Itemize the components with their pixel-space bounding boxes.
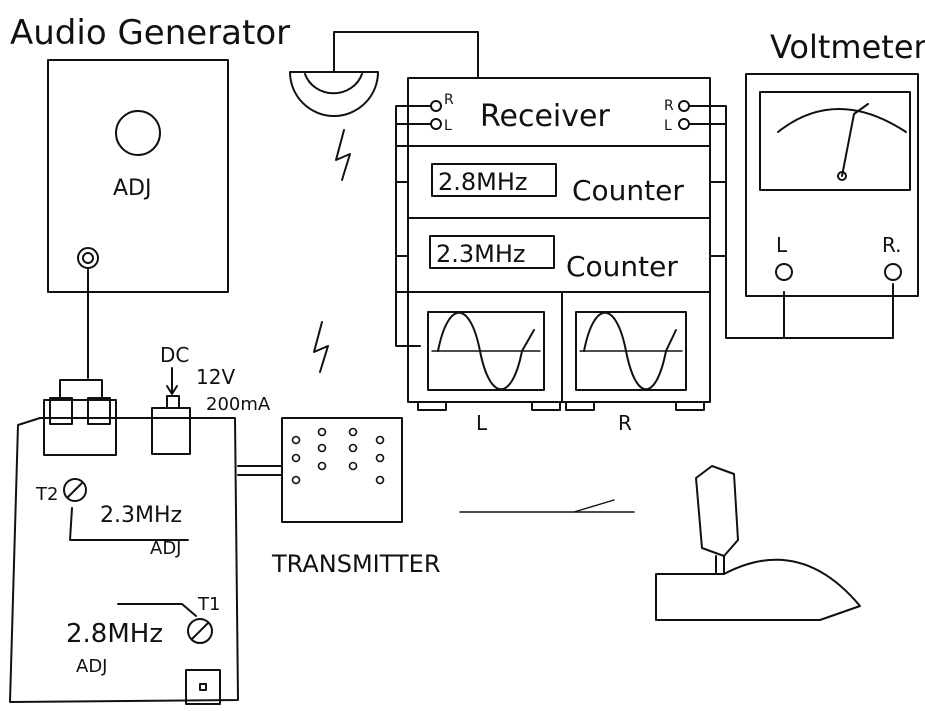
oscilloscope-box: [407, 291, 711, 403]
t2-adj-label: ADJ: [150, 538, 181, 559]
receiver-r-out-jack-icon: [678, 100, 690, 112]
receiver-r-in-jack-icon: [430, 100, 442, 112]
rx-wire-out-l: [688, 105, 785, 339]
scope-l-sine-icon: [437, 311, 535, 391]
scope-r-label: R: [618, 411, 632, 435]
scope-r-sine-icon: [583, 311, 677, 391]
scope-r-screen: [575, 311, 687, 391]
t2-freq-label: 2.3MHz: [100, 503, 182, 528]
dc-label: DC: [160, 343, 189, 367]
dc-connector: [151, 407, 191, 455]
audio-generator-label: Audio Generator: [10, 13, 290, 53]
voltage-label: 12V: [196, 365, 235, 389]
t1-adj-label: ADJ: [76, 656, 107, 677]
t1-trimmer-icon: [187, 618, 213, 644]
counter-28-display: [431, 163, 557, 197]
counter-23-value: 2.3MHz: [436, 240, 526, 268]
audio-adj-label: ADJ: [113, 176, 151, 201]
receiver-l-in-label: L: [444, 118, 452, 134]
t2-trimmer-icon: [63, 478, 87, 502]
audio-generator-box: [47, 59, 229, 293]
t2-leader: [69, 507, 189, 541]
transmitter-box: [281, 417, 403, 523]
t2-label: T2: [35, 484, 58, 505]
counter-23-label: Counter: [566, 250, 678, 283]
transmitter-label: TRANSMITTER: [271, 550, 441, 578]
counter-28-label: Counter: [572, 174, 684, 207]
voltmeter-r-label: R.: [882, 233, 902, 257]
receiver-l-in-jack-icon: [430, 118, 442, 130]
scope-l-label: L: [476, 411, 488, 435]
board-square-icon: [185, 669, 221, 705]
t1-freq-label: 2.8MHz: [66, 619, 163, 649]
voltmeter-l-label: L: [776, 233, 788, 257]
current-label: 200mA: [206, 394, 271, 415]
voltmeter-l-terminal-icon: [775, 263, 793, 281]
voltmeter-scale-arc: [777, 108, 907, 133]
receiver-l-out-label: L: [664, 118, 672, 134]
antenna-cable: [333, 31, 479, 79]
transmitter-board: [9, 417, 239, 703]
headset-icon: [695, 465, 739, 557]
headset-base: [655, 558, 861, 621]
rx-wire-out-r: [783, 283, 894, 339]
voltmeter-box: [745, 73, 919, 297]
rx-signal-icon: [335, 129, 351, 181]
receiver-l-out-jack-icon: [678, 118, 690, 130]
voltmeter-dial: [759, 91, 911, 191]
t1-leader: [117, 603, 197, 617]
audio-adj-knob-icon: [115, 110, 161, 156]
rx-wire-r: [395, 105, 432, 347]
t1-label: T1: [197, 594, 220, 615]
dc-arrow-icon: [166, 367, 178, 395]
receiver-label: Receiver: [480, 99, 610, 134]
voltmeter-needle-icon: [841, 103, 869, 177]
transmitter-grille: [291, 427, 385, 485]
scope-l-screen: [427, 311, 545, 391]
antenna-dish-icon: [289, 71, 379, 117]
receiver-r-out-label: R: [664, 98, 674, 114]
counter-23-display: [429, 235, 555, 269]
voltmeter-r-terminal-icon: [884, 263, 902, 281]
audio-output-jack-icon: [77, 247, 99, 269]
counter-28-value: 2.8MHz: [438, 168, 528, 196]
tx-signal-icon: [313, 321, 329, 373]
input-connector: [43, 399, 117, 456]
receiver-r-in-label: R: [444, 92, 454, 108]
voltmeter-label: Voltmeter: [770, 28, 925, 66]
